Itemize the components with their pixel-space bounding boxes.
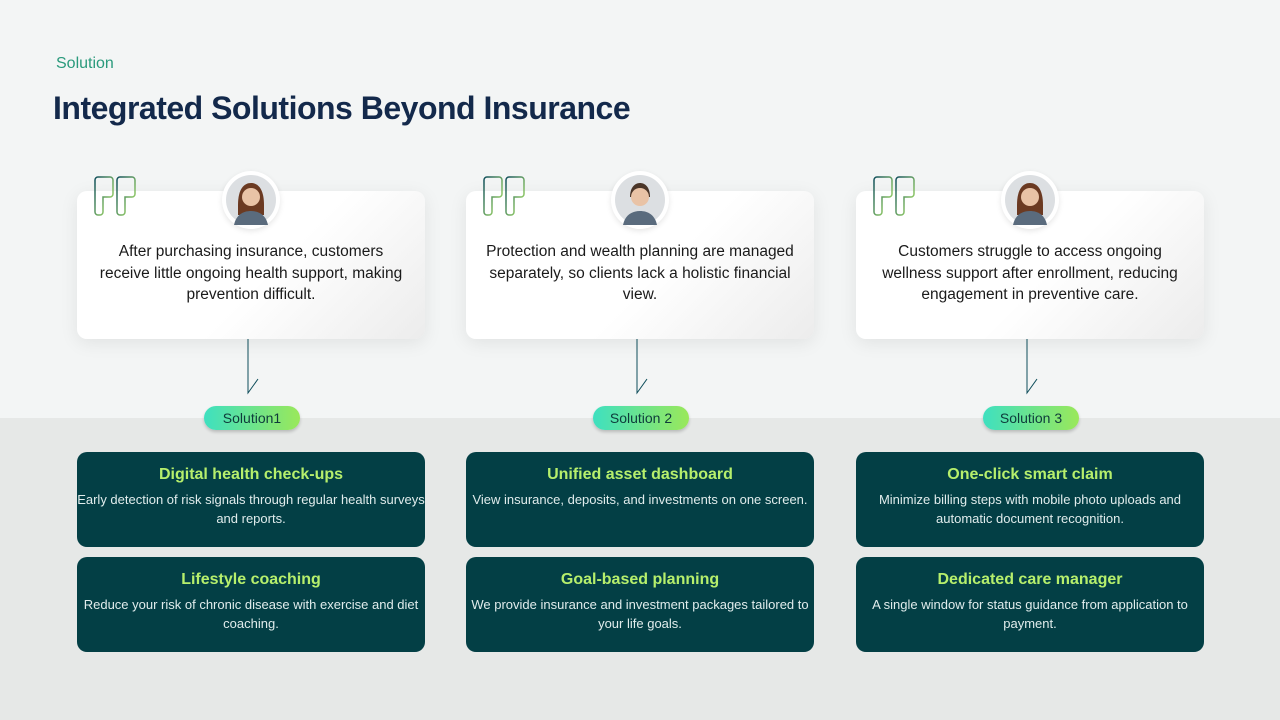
woman-avatar (1001, 171, 1059, 229)
problem-text: Protection and wealth planning are manag… (486, 243, 794, 303)
solution-label-pill: Solution 2 (593, 406, 689, 430)
woman-avatar (222, 171, 280, 229)
solution-box: Goal-based planning We provide insurance … (466, 557, 814, 652)
solution-title: One-click smart claim (947, 466, 1113, 483)
solution-label-pill: Solution1 (204, 406, 300, 430)
solution-description: Reduce your risk of chronic disease with… (83, 597, 419, 631)
section-eyebrow: Solution (56, 55, 114, 72)
quote-icon (94, 176, 136, 216)
solution-box: Dedicated care manager A single window fo… (856, 557, 1204, 652)
connector-arrow (636, 339, 648, 395)
solution-description: Early detection of risk signals through … (77, 492, 425, 526)
solution-description: We provide insurance and investment pack… (471, 597, 809, 631)
connector-arrow (247, 339, 259, 395)
solution-column: Customers struggle to access ongoing wel… (856, 0, 1204, 720)
solution-column: Protection and wealth planning are manag… (466, 0, 814, 720)
page-title: Integrated Solutions Beyond Insurance (53, 90, 631, 126)
solution-title: Lifestyle coaching (181, 571, 321, 588)
solution-description: A single window for status guidance from… (872, 597, 1188, 631)
solution-description: View insurance, deposits, and investment… (472, 492, 808, 507)
solution-title: Unified asset dashboard (547, 466, 733, 483)
solution-label-pill: Solution 3 (983, 406, 1079, 430)
solution-title: Digital health check-ups (158, 466, 344, 483)
solution-column: After purchasing insurance, customers re… (77, 0, 425, 720)
solution-title: Goal-based planning (560, 571, 720, 588)
quote-icon (873, 176, 915, 216)
solution-title: Dedicated care manager (937, 571, 1123, 588)
quote-icon (483, 176, 525, 216)
problem-text: After purchasing insurance, customers re… (99, 243, 403, 303)
man-avatar (611, 171, 669, 229)
problem-text: Customers struggle to access ongoing wel… (882, 243, 1178, 303)
solution-description: Minimize billing steps with mobile photo… (878, 492, 1182, 526)
connector-arrow (1026, 339, 1038, 395)
